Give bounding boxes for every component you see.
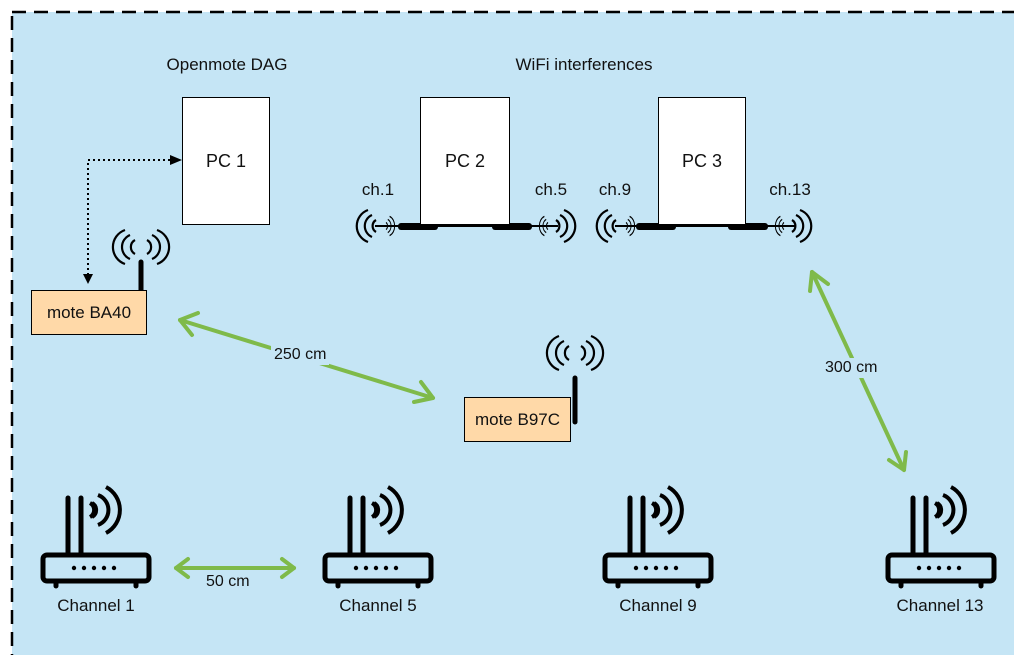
pc-3-label: PC 3	[681, 150, 723, 171]
pc-2-label: PC 2	[444, 150, 486, 171]
router-label-channel-5: Channel 5	[339, 596, 417, 615]
mote-ba40-wave-icon	[111, 228, 171, 266]
antenna-channel-label-1: ch.1	[361, 180, 395, 199]
distance-label-routers: 50 cm	[203, 572, 253, 592]
lab-area-background	[10, 10, 1014, 655]
mote-b97c-label: mote B97C	[474, 409, 561, 429]
pc-1-box: PC 1	[182, 97, 270, 225]
antenna-channel-label-13: ch.13	[769, 180, 811, 199]
router-label-channel-13: Channel 13	[896, 596, 984, 615]
router-label-channel-9: Channel 9	[619, 596, 697, 615]
section-title-wifi: WiFi interferences	[515, 55, 653, 74]
pc-1-label: PC 1	[205, 150, 247, 171]
distance-label-pc3-router: 300 cm	[822, 358, 881, 378]
router-label-channel-1: Channel 1	[57, 596, 135, 615]
section-title-dag: Openmote DAG	[166, 55, 288, 74]
mote-b97c-wave-icon	[545, 334, 605, 372]
distance-arrow-routers	[174, 557, 296, 579]
serial-link-dotted	[83, 159, 170, 284]
pc-2-box: PC 2	[420, 97, 510, 225]
distance-label-motes: 250 cm	[271, 345, 330, 365]
antenna-channel-label-5: ch.5	[534, 180, 568, 199]
antenna-channel-label-9: ch.9	[598, 180, 632, 199]
pc-3-box: PC 3	[658, 97, 746, 225]
mote-b97c-box: mote B97C	[464, 397, 571, 442]
mote-ba40-box: mote BA40	[31, 290, 147, 335]
mote-ba40-label: mote BA40	[46, 302, 132, 322]
